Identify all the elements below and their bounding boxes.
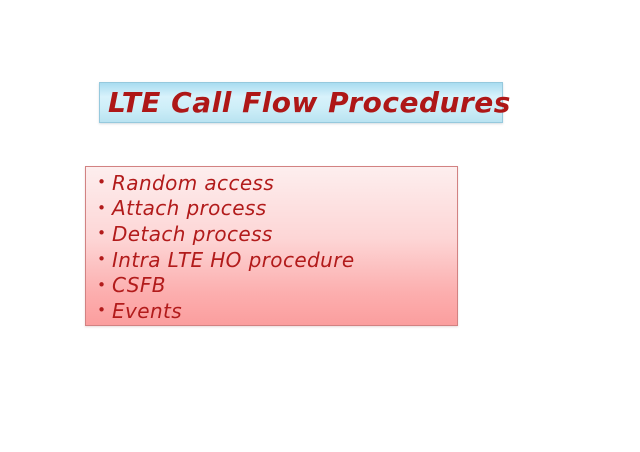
bullet-icon: • — [97, 224, 106, 243]
bullet-item-label: Detach process — [112, 221, 273, 246]
bullet-icon: • — [97, 173, 106, 192]
list-item: • Random access — [94, 170, 449, 196]
bullet-icon: • — [97, 301, 106, 320]
bullet-item-label: Attach process — [112, 196, 267, 221]
list-item: • Events — [94, 298, 449, 324]
bullet-content-box: • Random access • Attach process • Detac… — [85, 166, 458, 326]
bullet-item-label: Events — [112, 298, 183, 323]
bullet-icon: • — [97, 250, 106, 269]
bullet-icon: • — [97, 275, 106, 294]
title-banner: LTE Call Flow Procedures — [99, 82, 510, 123]
list-item: • Intra LTE HO procedure — [94, 247, 449, 273]
list-item: • Attach process — [94, 196, 449, 222]
list-item: • CSFB — [94, 272, 449, 298]
bullet-icon: • — [97, 198, 106, 217]
page-title: LTE Call Flow Procedures — [108, 86, 511, 119]
list-item: • Detach process — [94, 221, 449, 247]
bullet-list: • Random access • Attach process • Detac… — [94, 170, 449, 324]
bullet-item-label: Intra LTE HO procedure — [112, 247, 355, 272]
bullet-item-label: CSFB — [112, 273, 166, 298]
bullet-item-label: Random access — [112, 170, 275, 195]
